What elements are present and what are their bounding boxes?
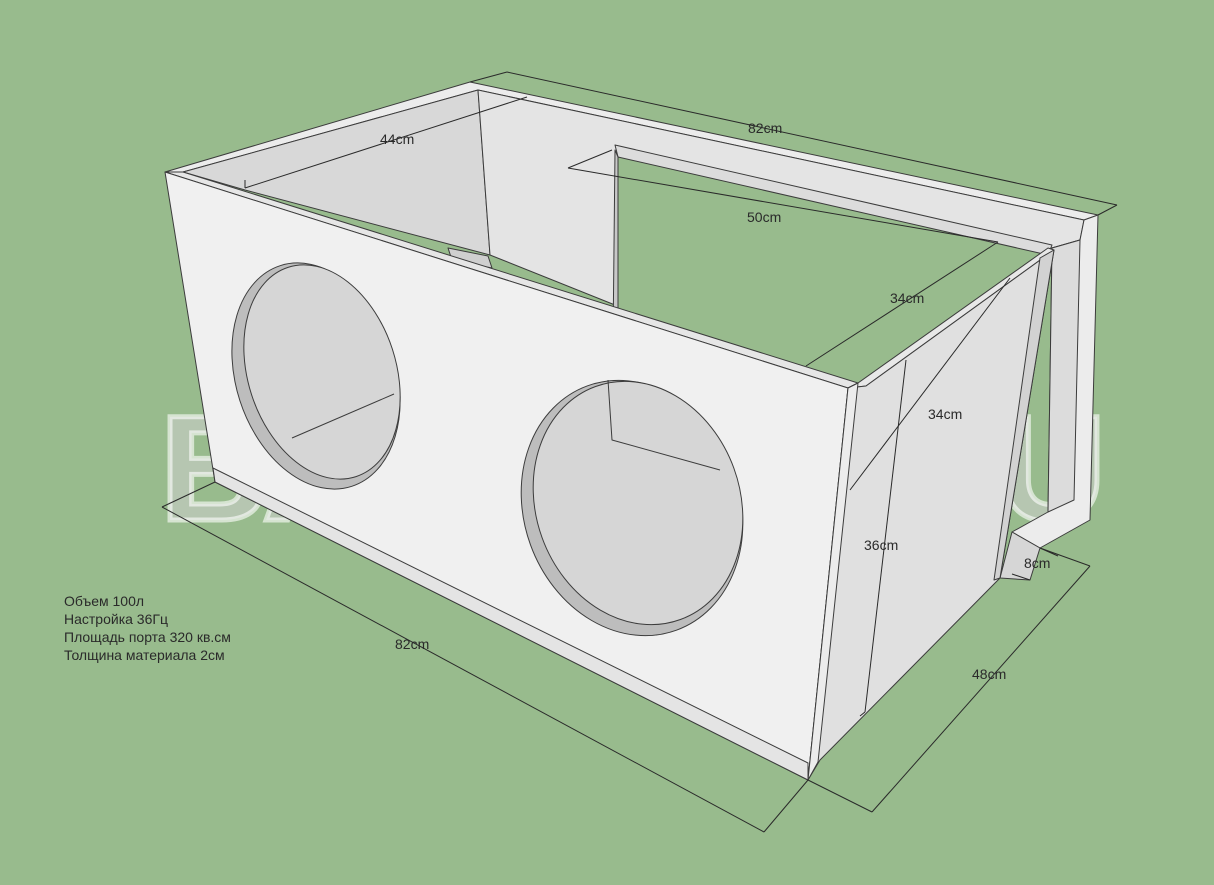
dim-line-port-width — [1011, 573, 1031, 581]
speaker-cutout-left — [231, 262, 401, 490]
speaker-cutout-right — [520, 379, 744, 637]
dim-label-port-width: 8cm — [1024, 555, 1050, 571]
dim-label-front-length: 82cm — [395, 636, 429, 652]
dim-label-top-width: 44cm — [380, 131, 414, 147]
right-side-inner-edge — [993, 249, 1055, 581]
dim-label-height: 36cm — [864, 537, 898, 553]
front-panel-bottom — [212, 467, 809, 781]
dim-line-depth — [871, 565, 1091, 813]
front-panel — [164, 171, 849, 781]
spec-volume: Объем 100л — [64, 593, 145, 609]
right-end-panel-face — [1047, 239, 1081, 513]
spec-material-thickness: Толщина материала 2см — [64, 647, 225, 663]
spec-port-area: Площадь порта 320 кв.см — [64, 629, 231, 645]
dim-line-height — [864, 359, 907, 713]
dim-line-port-depth — [805, 241, 999, 367]
dim-line-front-length — [161, 506, 765, 833]
dim-line-port-length — [567, 167, 999, 243]
dim-label-port-length: 50cm — [747, 209, 781, 225]
specs-block: Объем 100л Настройка 36Гц Площадь порта … — [64, 592, 231, 664]
spec-tuning: Настройка 36Гц — [64, 611, 168, 627]
dim-label-port-depth: 34cm — [890, 290, 924, 306]
dim-line-top-width — [244, 96, 528, 189]
dim-line-back-length — [506, 71, 1118, 206]
dim-line-side-depth — [849, 277, 1011, 491]
dim-label-side-depth: 34cm — [928, 406, 962, 422]
right-side-front-edge — [807, 382, 859, 781]
dim-label-depth: 48cm — [972, 666, 1006, 682]
dim-label-back-length: 82cm — [748, 120, 782, 136]
